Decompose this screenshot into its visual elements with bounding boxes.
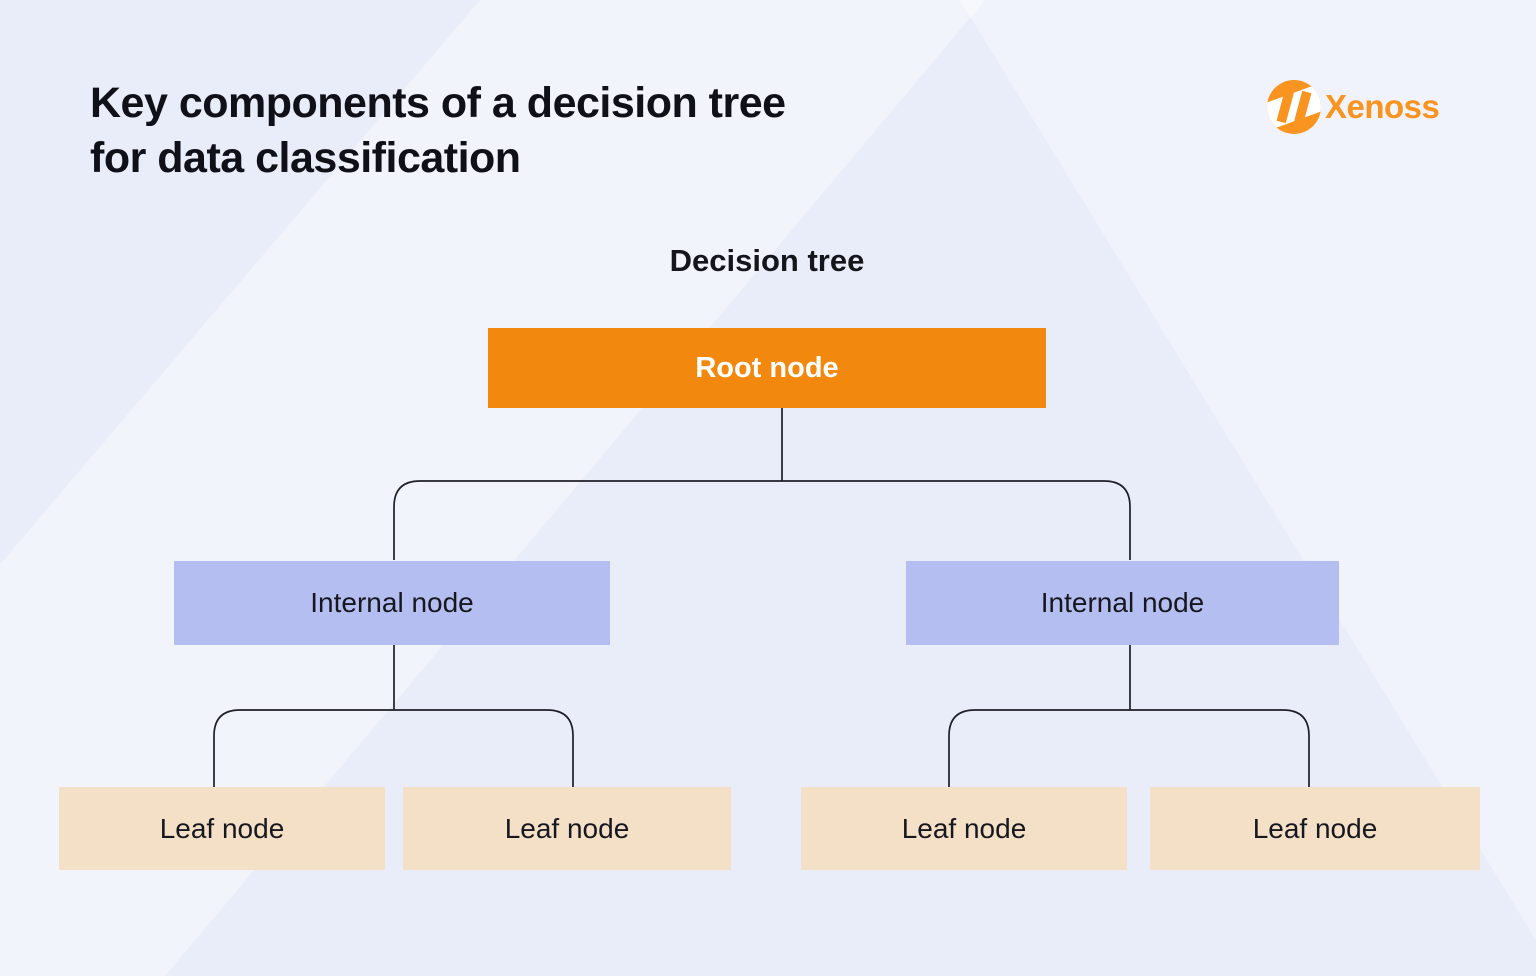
connector-root-to-internal (393, 408, 1131, 560)
page-title-line1: Key components of a decision tree (90, 79, 786, 127)
page-title-line2: for data classification (90, 134, 521, 182)
leaf-node-box-4: Leaf node (1150, 787, 1480, 870)
internal-node-box-right: Internal node (906, 561, 1339, 645)
diagram-heading: Decision tree (669, 243, 865, 278)
leaf-node-box-1: Leaf node (59, 787, 385, 870)
brand-name: Xenoss (1325, 88, 1440, 125)
leaf-node-box-3: Leaf node (801, 787, 1127, 870)
page-title: Key components of a decision tree for da… (90, 76, 786, 186)
leaf-node-box-2: Leaf node (403, 787, 731, 870)
connector-internal-right-to-leaves (948, 645, 1310, 787)
brand-logo: Xenoss (1266, 79, 1440, 135)
internal-node-box-left: Internal node (174, 561, 610, 645)
root-node-box: Root node (488, 328, 1046, 408)
xenoss-logo-icon (1267, 80, 1321, 134)
connector-internal-left-to-leaves (213, 645, 574, 787)
